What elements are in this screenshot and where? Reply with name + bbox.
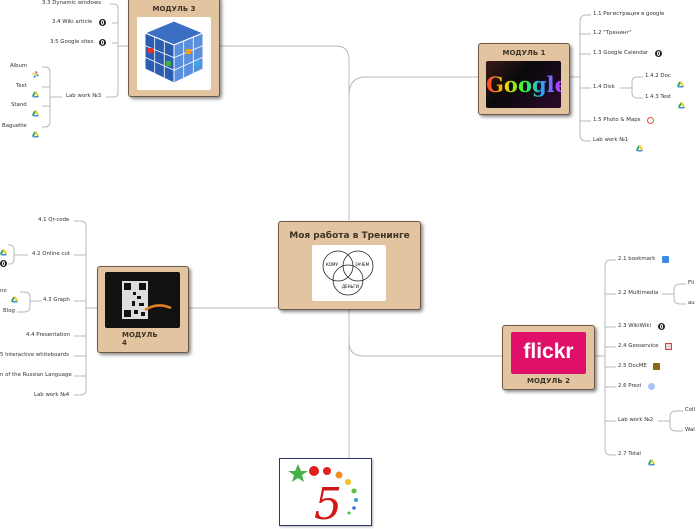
m4-item-russian-language[interactable]: n of the Russian Language [0, 372, 72, 379]
module-4-title: МОДУЛЬ 4 [122, 331, 158, 347]
m2-item-wall[interactable]: Wal [685, 427, 695, 434]
m3-item-stand[interactable]: Stand [11, 102, 27, 109]
m4-item-online-cut[interactable]: 4.2 Online cut [32, 251, 70, 258]
m1-item-calendar[interactable]: 1.3 Google Calendar [593, 50, 648, 57]
m3-item-album[interactable]: Album [10, 63, 27, 70]
m2-item-wikiwiki[interactable]: 2.3 WikiWiki [618, 323, 651, 330]
m2-item-multimedia[interactable]: 2.2 Multimedia [618, 290, 658, 297]
m1-item-doc[interactable]: 1.4.2 Doc [645, 73, 671, 80]
venn-diagram-image: КОМУ ЗАЧЕМ ДЕНЬГИ [312, 245, 386, 301]
flickr-logo-text: flickr [511, 340, 586, 364]
flickr-logo-image: flickr [511, 332, 586, 374]
m2-item-docme[interactable]: 2.5 DocME [618, 363, 647, 370]
map-icon [665, 343, 672, 350]
m1-item-disk[interactable]: 1.4 Disk [593, 84, 615, 91]
venn-label-left: КОМУ [326, 262, 338, 267]
google-g-icon [647, 117, 654, 124]
m3-item-google-sites[interactable]: 3.5 Google sites [50, 39, 94, 46]
m4-item-presentation[interactable]: 4.4 Presentation [26, 332, 70, 339]
m2-item-total[interactable]: 2.7 Total [618, 451, 641, 458]
google-drive-icon [32, 102, 39, 109]
module-2-title: МОДУЛЬ 2 [503, 377, 594, 385]
google-logo-image: Google [486, 61, 561, 108]
google-drive-icon [32, 83, 39, 90]
google-drive-icon [636, 137, 643, 144]
bookmark-icon [662, 256, 669, 263]
root-node[interactable]: Моя работа в Тренинге КОМУ ЗАЧЕМ ДЕНЬГИ [278, 221, 421, 310]
m1-item-test[interactable]: 1.4.3 Test [645, 94, 671, 101]
svg-text:5: 5 [314, 479, 342, 525]
m2-item-prezi[interactable]: 2.6 Prezi [618, 383, 641, 390]
m2-item-audio[interactable]: au [688, 300, 695, 307]
google-drive-icon [678, 94, 685, 101]
m3-item-wiki-article[interactable]: 3.4 Wiki article [52, 19, 92, 26]
social-cube-image [137, 17, 211, 90]
globe-icon [99, 19, 106, 26]
module-2-node[interactable]: flickr МОДУЛЬ 2 [502, 325, 595, 390]
pinwheel-icon [32, 63, 39, 70]
module-3-node[interactable]: МОДУЛЬ 3 [128, 0, 220, 97]
docme-icon [653, 363, 660, 370]
m4-item-qr-code[interactable]: 4.1 Qr-code [38, 217, 69, 224]
google-logo-text: Google [486, 72, 561, 97]
m4-item-interactive-whiteboards[interactable]: 5 Interactive whiteboards [0, 352, 69, 359]
module-4-node[interactable]: МОДУЛЬ 4 [97, 266, 189, 353]
globe-icon [99, 39, 106, 46]
google-drive-icon [677, 73, 684, 80]
m2-item-bookmark[interactable]: 2.1 bookmark [618, 256, 655, 263]
m3-item-baguette[interactable]: Baguette [2, 123, 27, 130]
globe-icon [658, 323, 665, 330]
venn-label-right: ЗАЧЕМ [355, 262, 370, 267]
m4-item-graph-sub-1[interactable]: no [0, 288, 7, 295]
m2-item-collage[interactable]: Coll [685, 407, 695, 414]
globe-icon [0, 260, 7, 267]
m2-item-geoservice[interactable]: 2.4 Geoservice [618, 343, 658, 350]
grade-five-image: 5 [279, 458, 372, 526]
google-drive-icon [0, 241, 7, 248]
m1-item-photo-maps[interactable]: 1.5 Photo & Maps [593, 117, 640, 124]
m1-item-labwork[interactable]: Lab work №1 [593, 137, 628, 144]
module-3-title: МОДУЛЬ 3 [129, 5, 219, 13]
m4-item-blog[interactable]: Blog [3, 308, 15, 315]
globe-icon [655, 50, 662, 57]
m2-item-labwork[interactable]: Lab work №2 [618, 417, 653, 424]
google-drive-icon [648, 451, 655, 458]
venn-label-bottom: ДЕНЬГИ [342, 284, 359, 289]
root-title: Моя работа в Тренинге [279, 231, 420, 241]
module-1-node[interactable]: МОДУЛЬ 1 Google [478, 43, 570, 115]
m1-item-registration[interactable]: 1.1 Регистрация в google [593, 11, 664, 18]
m4-item-labwork[interactable]: Lab work №4 [34, 392, 69, 399]
m3-item-dynamic-windows[interactable]: 3.3 Dynamic windows [42, 0, 101, 7]
m2-item-flickr[interactable]: Fli [688, 280, 694, 287]
google-drive-icon [11, 288, 18, 295]
module-1-title: МОДУЛЬ 1 [479, 49, 569, 57]
google-drive-icon [32, 123, 39, 130]
prezi-icon [648, 383, 655, 390]
m3-item-text[interactable]: Text [16, 83, 27, 90]
m4-item-graph[interactable]: 4.3 Graph [43, 297, 70, 304]
qr-code-image [105, 272, 180, 328]
m1-item-training[interactable]: 1.2 "Тренинг" [593, 30, 632, 37]
m3-item-labwork[interactable]: Lab work №3 [66, 93, 101, 100]
